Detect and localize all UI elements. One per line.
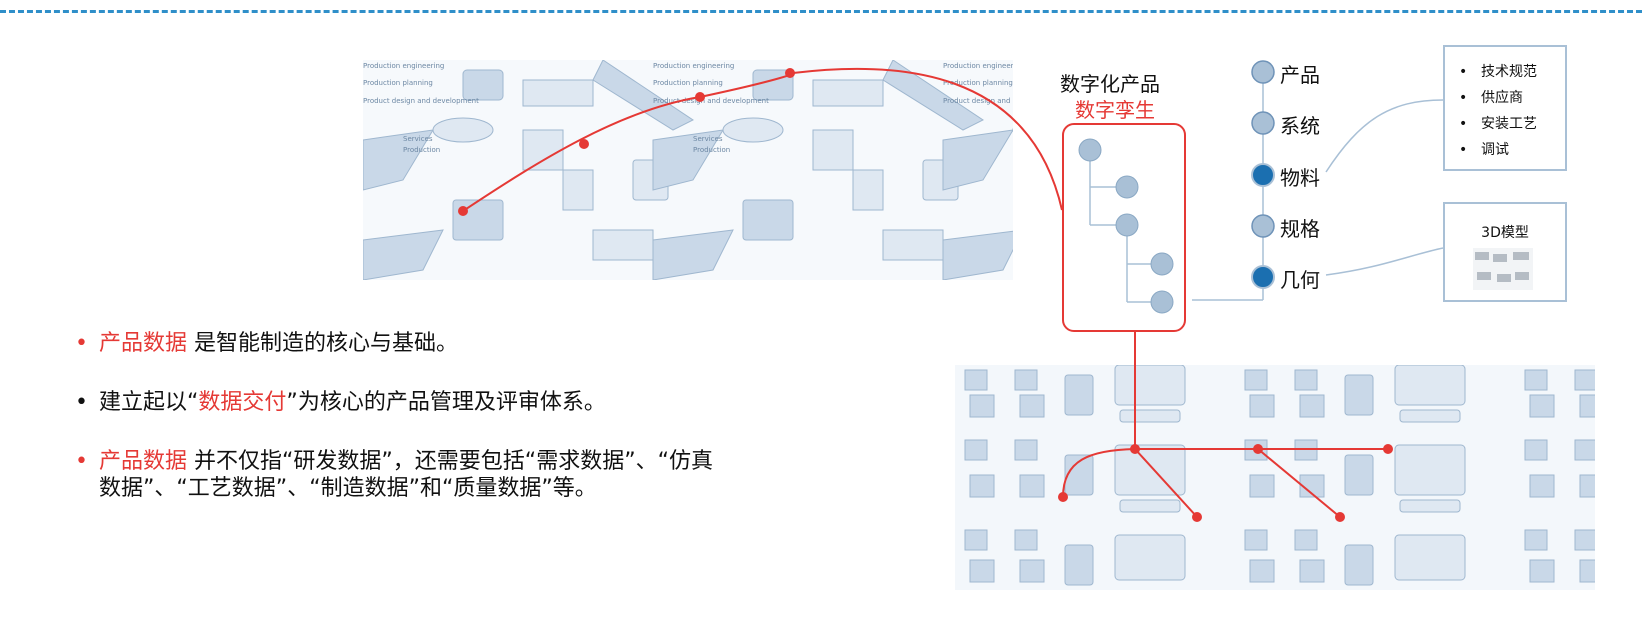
strip-label: Production <box>403 146 440 154</box>
geometry-info-box: 3D模型 <box>1443 202 1567 302</box>
manufacturing-image-strip <box>955 365 1595 590</box>
bullet-highlight: 数据交付 <box>198 390 287 415</box>
key-points-list: • 产品数据 是智能制造的核心与基础。 • 建立起以“数据交付”为核心的产品管理及评… <box>75 330 715 534</box>
strip-label: Production engineering <box>943 62 1013 70</box>
bullet-highlight: 产品数据 <box>99 449 188 474</box>
node-label-spec: 规格 <box>1280 217 1320 241</box>
material-info-item: 供应商 <box>1459 85 1565 111</box>
strip-label: Production engineering <box>363 62 444 70</box>
node-product <box>1251 60 1275 84</box>
3d-model-title: 3D模型 <box>1481 225 1529 241</box>
node-spec <box>1251 214 1275 238</box>
strip-label: Product design and development <box>943 97 1013 105</box>
node-geometry <box>1251 265 1275 289</box>
bullet-text: 并不仅指“研发数据”，还需要包括“需求数据”、“仿真数据”、“工艺数据”、“制造… <box>99 449 713 501</box>
bullet-text: 建立起以“ <box>99 390 199 415</box>
production-process-image-strip: Production engineering Production planni… <box>363 60 1013 280</box>
strip-label: Services <box>693 135 723 143</box>
material-info-box: 技术规范 供应商 安装工艺 调试 <box>1443 45 1567 171</box>
3d-model-thumbnail <box>1473 248 1533 290</box>
bullet-text: ”为核心的产品管理及评审体系。 <box>286 390 606 415</box>
node-label-product: 产品 <box>1280 63 1320 87</box>
material-info-list: 技术规范 供应商 安装工艺 调试 <box>1445 59 1565 163</box>
material-info-item: 技术规范 <box>1459 59 1565 85</box>
material-info-item: 安装工艺 <box>1459 111 1565 137</box>
strip-label: Product design and development <box>653 97 769 105</box>
node-system <box>1251 111 1275 135</box>
strip-label: Production <box>693 146 730 154</box>
strip-label: Production planning <box>943 79 1013 87</box>
material-info-item: 调试 <box>1459 137 1565 163</box>
digital-product-title: 数字化产品 <box>1060 72 1160 96</box>
node-label-system: 系统 <box>1280 114 1320 138</box>
strip-label: Production planning <box>363 79 433 87</box>
bullet-item: • 建立起以“数据交付”为核心的产品管理及评审体系。 <box>75 389 715 416</box>
manufacturing-illustration <box>955 365 1595 590</box>
bullet-dot: • <box>75 449 88 474</box>
bullet-dot: • <box>75 390 88 415</box>
node-material <box>1251 163 1275 187</box>
digital-twin-box <box>1062 123 1186 332</box>
strip-label: Production engineering <box>653 62 734 70</box>
node-label-geometry: 几何 <box>1280 268 1320 292</box>
geometry-callout-line <box>1325 247 1444 276</box>
strip-label: Services <box>403 135 433 143</box>
bullet-highlight: 产品数据 <box>99 331 188 356</box>
bullet-item: • 产品数据 是智能制造的核心与基础。 <box>75 330 715 357</box>
strip-label: Production planning <box>653 79 723 87</box>
production-process-illustration: Production engineering Production planni… <box>363 60 1013 280</box>
bullet-item: • 产品数据 并不仅指“研发数据”，还需要包括“需求数据”、“仿真数据”、“工艺数… <box>75 448 715 502</box>
digital-twin-subtitle: 数字孪生 <box>1075 98 1155 122</box>
bullet-dot: • <box>75 331 88 356</box>
top-dashed-divider <box>0 10 1642 13</box>
node-label-material: 物料 <box>1280 166 1320 190</box>
bullet-text: 是智能制造的核心与基础。 <box>187 331 459 356</box>
strip-label: Product design and development <box>363 97 479 105</box>
material-callout-line <box>1325 99 1444 173</box>
